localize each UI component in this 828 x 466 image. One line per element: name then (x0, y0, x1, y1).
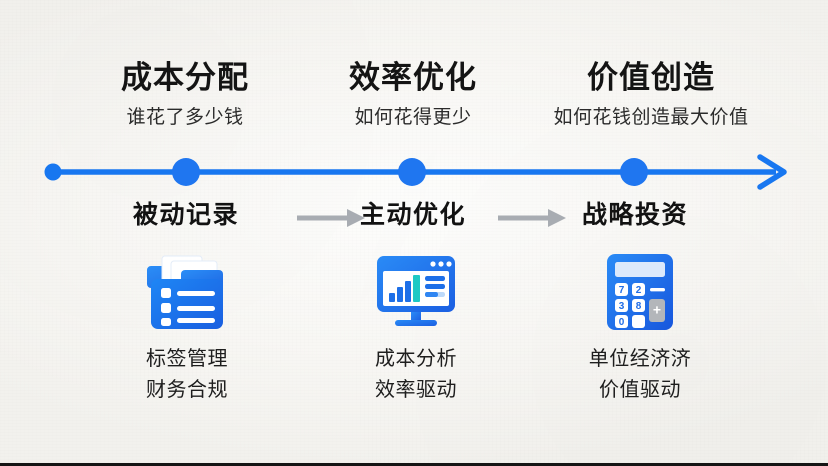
checklist-box-3 (161, 318, 171, 326)
list-line-1 (425, 276, 445, 281)
arrow-stage2-to-stage3 (496, 206, 568, 235)
stage-label-2: 主动优化 (359, 201, 466, 229)
window-dot-3 (446, 261, 452, 267)
headline-stage-2: 效率优化 如何花得更少 (288, 58, 538, 131)
window-dot-2 (438, 261, 444, 267)
calc-key-7-label: 7 (619, 285, 625, 296)
monitor-dashboard-chart-icon (377, 256, 455, 326)
icon-stage-1 (141, 248, 233, 339)
bar-2 (397, 287, 403, 302)
icon-stage-3: 7 2 3 8 + 0 (601, 250, 679, 339)
stage-label-3: 战略投资 (581, 201, 688, 229)
monitor-neck (411, 312, 421, 321)
timeline-dot-stage-3[interactable] (620, 158, 648, 186)
captions-stage-2: 成本分析 效率驱动 (291, 344, 541, 406)
window-dot-1 (430, 261, 436, 267)
stage-label-row: 被动记录 主动优化 战略投资 (0, 198, 828, 238)
list-line-2 (425, 284, 445, 289)
bar-1 (389, 293, 395, 302)
checklist-box-1 (161, 288, 171, 298)
caption-3-line-2: 价值驱动 (599, 379, 681, 401)
calc-key-plus[interactable] (649, 299, 665, 322)
calc-key-3-label: 3 (619, 301, 625, 312)
checklist-line-3 (177, 318, 215, 323)
headline-stage-3: 价值创造 如何花钱创造最大价值 (511, 58, 791, 131)
bar-3 (405, 281, 411, 302)
calc-key-plus-label: + (653, 302, 661, 318)
headline-title-3: 价值创造 (587, 60, 715, 95)
timeline-arrowhead (757, 154, 787, 190)
caption-2-line-2: 效率驱动 (375, 379, 457, 401)
headline-row: 成本分配 谁花了多少钱 效率优化 如何花得更少 价值创造 如何花钱创造最大价值 (0, 58, 828, 146)
calc-key-8[interactable] (632, 299, 645, 312)
connector-head-2 (548, 209, 566, 227)
calc-key-0-label: 0 (619, 317, 625, 328)
captions-stage-3: 单位经济济 价值驱动 (515, 344, 765, 406)
calc-key-2[interactable] (632, 283, 645, 296)
connector-head-1 (347, 209, 365, 227)
calculator-icon: 7 2 3 8 + 0 (607, 254, 673, 330)
folder-checklist-icon (147, 255, 223, 329)
bottom-edge-strip (0, 463, 828, 466)
bar-4-highlight (413, 275, 420, 302)
calculator-display (615, 262, 665, 277)
checklist-box-2 (161, 303, 171, 313)
caption-3-line-1: 单位经济济 (588, 348, 692, 370)
checklist-line-1 (177, 291, 215, 296)
timeline-start-dot (44, 163, 62, 181)
headline-subtitle-1: 谁花了多少钱 (126, 107, 244, 128)
timeline-svg (44, 154, 787, 190)
calc-key-7[interactable] (615, 283, 628, 296)
list-line-3-fill (425, 292, 438, 297)
calc-key-minus[interactable] (650, 288, 665, 292)
calc-key-blank[interactable] (632, 315, 645, 328)
calc-key-0[interactable] (615, 315, 628, 328)
caption-2-line-1: 成本分析 (375, 348, 457, 370)
headline-subtitle-2: 如何花得更少 (354, 107, 472, 128)
calc-key-3[interactable] (615, 299, 628, 312)
stage-label-1: 被动记录 (132, 201, 239, 229)
timeline-dot-stage-2[interactable] (398, 158, 426, 186)
arrow-stage1-to-stage2 (295, 206, 367, 235)
monitor-base (395, 320, 437, 326)
headline-title-1: 成本分配 (121, 60, 249, 95)
timeline-dot-stage-1[interactable] (172, 158, 200, 186)
icon-stage-2 (371, 252, 461, 337)
headline-subtitle-3: 如何花钱创造最大价值 (553, 107, 749, 128)
captions-stage-1: 标签管理 财务合规 (62, 344, 312, 406)
calc-key-2-label: 2 (636, 285, 642, 296)
caption-1-line-1: 标签管理 (146, 348, 228, 370)
headline-title-2: 效率优化 (349, 60, 477, 95)
headline-stage-1: 成本分配 谁花了多少钱 (60, 58, 310, 131)
calc-key-8-label: 8 (636, 301, 642, 312)
timeline (0, 150, 828, 196)
checklist-line-2 (177, 306, 215, 311)
caption-1-line-2: 财务合规 (146, 379, 228, 401)
